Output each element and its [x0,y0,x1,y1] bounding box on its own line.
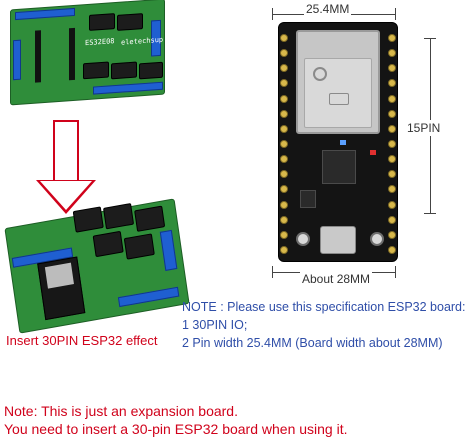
header-socket [35,30,41,83]
spec-note: NOTE : Please use this specification ESP… [182,298,474,352]
pin-width-label: 25.4MM [304,2,352,16]
usb-serial-chip [322,150,356,184]
regulator-chip [300,190,316,208]
relay [89,13,115,31]
expansion-note-line-2: You need to insert a 30-pin ESP32 board … [4,421,348,437]
terminal-block [15,7,75,21]
relay [102,203,135,230]
height-dimension-tick [424,213,436,214]
pin-header-left [280,34,288,254]
header-socket [69,27,75,81]
relay [117,13,143,31]
insert-effect-caption: Insert 30PIN ESP32 effect [6,333,158,348]
led [370,150,376,155]
terminal-block [159,229,178,271]
terminal-block [93,81,163,95]
relay [134,205,166,232]
pin-header-right [388,34,396,254]
board-width-dimension-tick [272,266,273,278]
relay [139,61,163,80]
expansion-note-line-1: Note: This is just an expansion board. [4,403,238,419]
relay [111,61,137,80]
relay [83,61,109,80]
relay [92,230,124,258]
arrow-head-fill [40,181,92,210]
espressif-logo-icon [313,67,327,81]
height-dimension-tick [424,38,436,39]
expansion-note: Note: This is just an expansion board. Y… [4,402,472,438]
board-model-label: ES32E08 [85,37,115,48]
boot-button-icon [370,232,384,246]
width-dimension-tick [272,8,273,20]
width-dimension-tick [395,8,396,20]
usb-c-connector [320,226,356,254]
inserted-esp32 [37,256,86,321]
terminal-block [13,39,21,81]
board-width-label: About 28MM [300,272,373,286]
en-button-icon [296,232,310,246]
terminal-block [117,286,180,308]
relay [72,206,104,233]
board-width-dimension-tick [395,266,396,278]
arrow-shaft [53,120,79,182]
spec-note-line-2: 1 30PIN IO; [182,318,248,332]
expansion-board-image: ES32E08 eletechsup [10,0,165,106]
board-with-esp32-image [4,198,190,334]
esp32-module-shield [44,262,74,289]
ce-mark-icon [329,93,349,105]
relay [123,233,155,260]
esp32-module-shield [304,58,372,128]
pin-count-label: 15PIN [407,120,441,136]
spec-note-line-1: NOTE : Please use this specification ESP… [182,300,466,314]
spec-note-line-3: 2 Pin width 25.4MM (Board width about 28… [182,336,443,350]
led [340,140,346,145]
